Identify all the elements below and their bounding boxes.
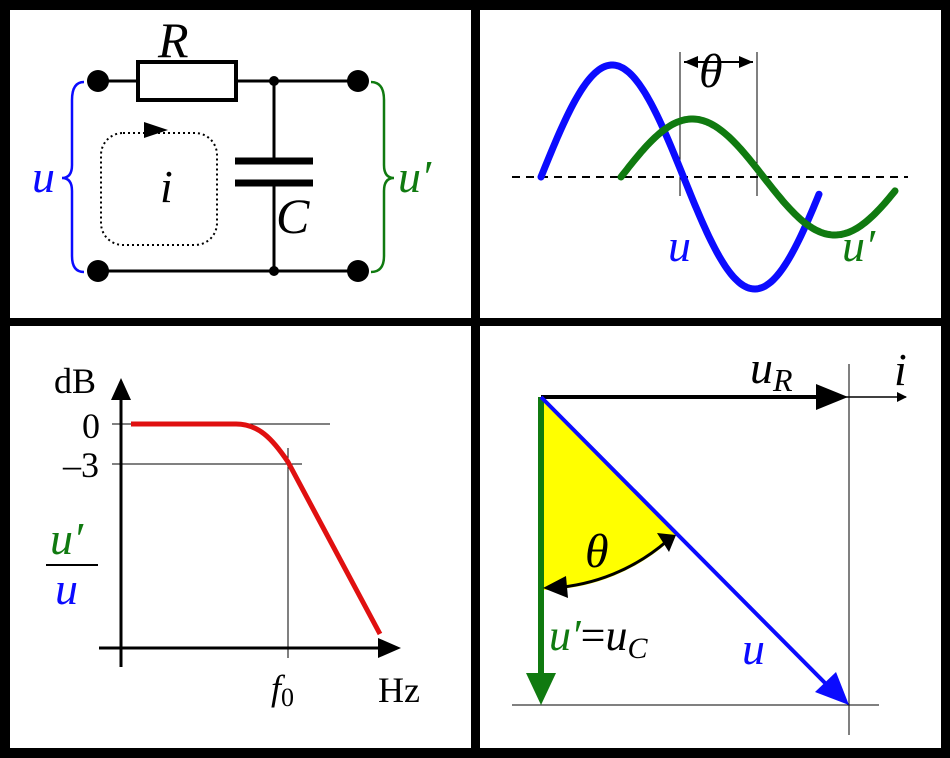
input-wave-label: u [668, 220, 691, 271]
response-x-unit: Hz [378, 670, 420, 710]
input-phasor-label: u [742, 623, 765, 674]
magnitude-response-curve [131, 421, 383, 636]
output-brace [370, 80, 395, 274]
capacitor-voltage-label: u′=uC [549, 611, 648, 665]
phase-angle-arrow-end [657, 533, 676, 552]
input-terminal-top [87, 70, 109, 92]
response-y-unit: dB [54, 361, 96, 401]
resistor-voltage-arrowhead [816, 384, 848, 410]
input-voltage-phasor [539, 395, 832, 690]
capacitor-label: C [276, 188, 310, 244]
circuit-nodes [87, 70, 369, 282]
resistor-label: R [157, 12, 189, 68]
tick-minus3db: –3 [62, 445, 99, 485]
response-y-arrow [111, 378, 131, 400]
phase-angle-region [541, 397, 677, 590]
current-direction-arrow [144, 122, 168, 138]
phase-angle-label: θ [699, 45, 723, 98]
ratio-denominator: u [55, 563, 78, 614]
junction-top [269, 76, 279, 86]
output-voltage-label: u′ [398, 151, 432, 202]
output-waveform [617, 115, 899, 239]
input-brace [61, 80, 85, 274]
input-terminal-bottom [87, 260, 109, 282]
input-waveform [537, 61, 823, 293]
response-x-arrow [378, 638, 401, 658]
output-wave-label: u′ [842, 220, 876, 271]
junction-bottom [269, 266, 279, 276]
input-voltage-arrowhead [815, 672, 849, 705]
output-terminal-bottom [347, 260, 369, 282]
phase-arrow-left [684, 56, 698, 68]
response-panel [10, 326, 471, 748]
capacitor-voltage-arrowhead [526, 673, 556, 705]
phase-angle-arrow-start [543, 576, 568, 598]
current-label: i [160, 161, 173, 212]
output-terminal-top [347, 70, 369, 92]
rc-circuit [98, 60, 358, 273]
current-axis-label: i [894, 344, 907, 395]
phase-arrow-right [739, 56, 753, 68]
input-voltage-label: u [32, 151, 55, 202]
phasor-angle-label: θ [585, 525, 609, 578]
resistor-voltage-label: uR [750, 342, 793, 398]
ratio-numerator: u′ [50, 513, 84, 564]
tick-0db: 0 [82, 406, 100, 446]
